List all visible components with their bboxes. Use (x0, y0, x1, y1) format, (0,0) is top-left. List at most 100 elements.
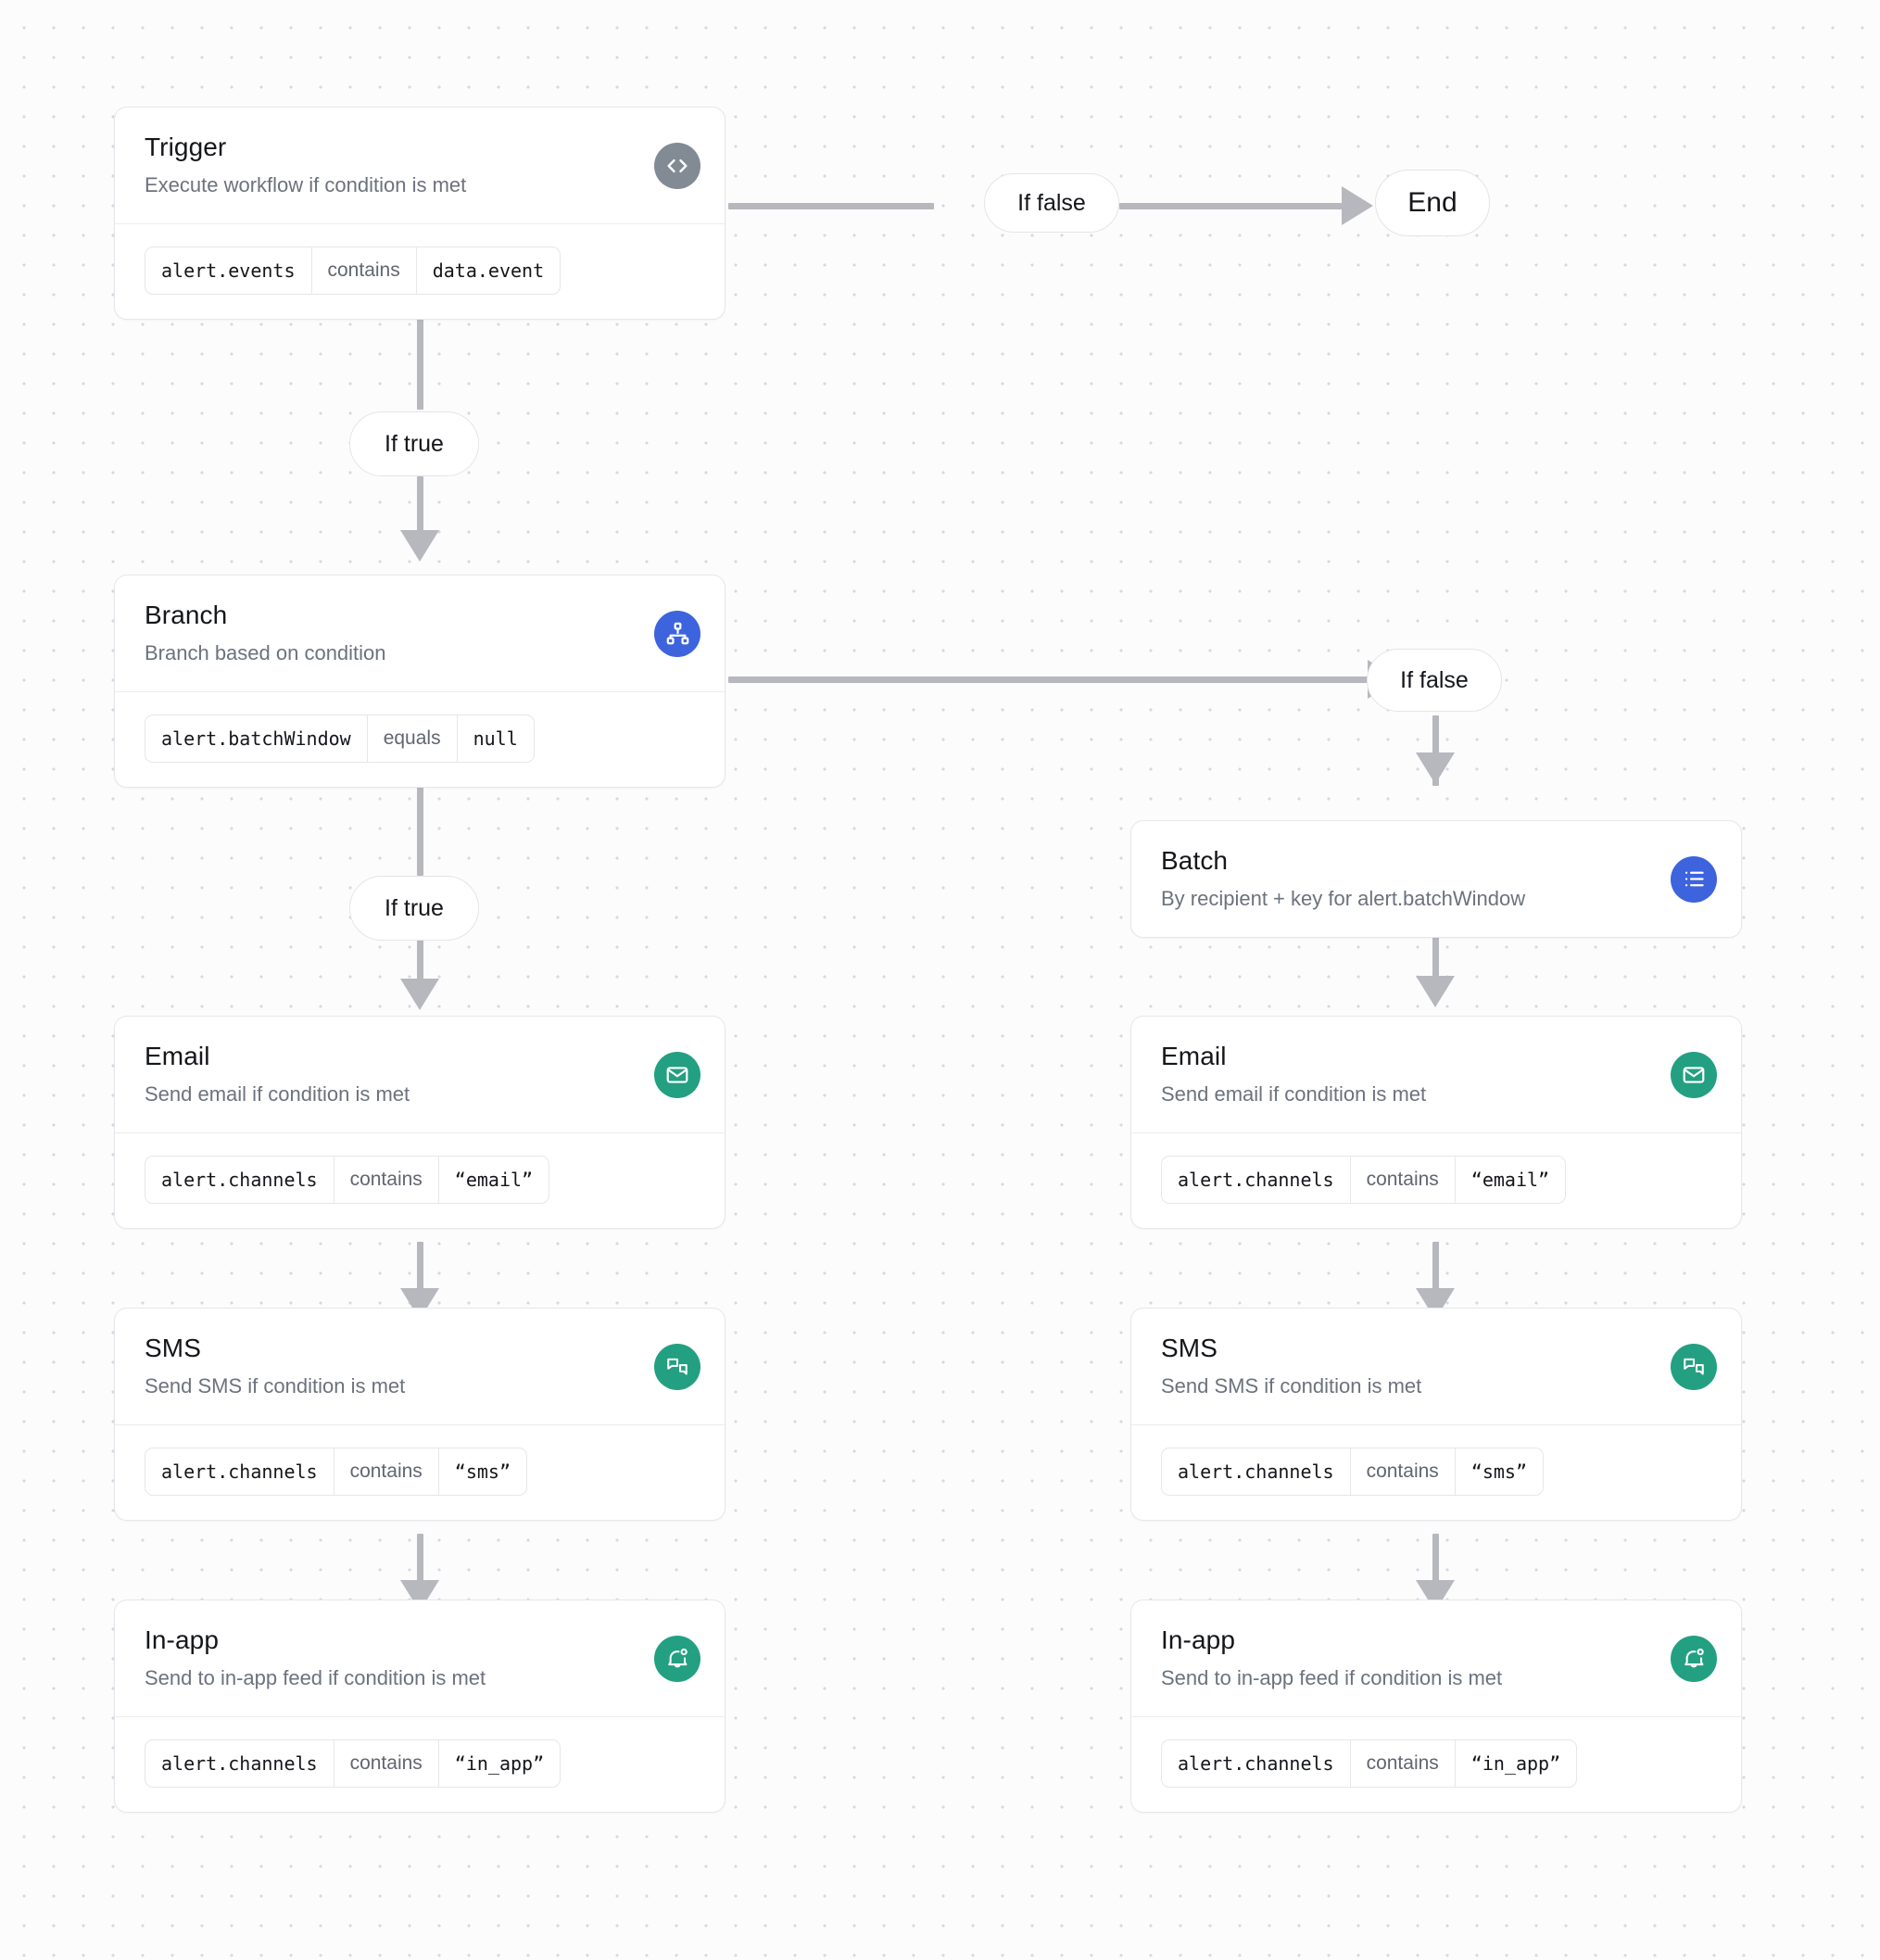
bell-dot-icon (654, 1635, 700, 1682)
node-inapp-left-title: In-app (145, 1625, 219, 1654)
node-inapp-left-body: alert.channels contains “in_app” (115, 1717, 725, 1812)
node-sms-right-divider (1131, 1424, 1741, 1426)
condition-value: “email” (437, 1157, 549, 1204)
edge-label-trigger-if-true[interactable]: If true (349, 411, 479, 476)
node-sms-right[interactable]: SMS Send SMS if condition is met alert.c… (1130, 1308, 1742, 1522)
node-email-right-body: alert.channels contains “email” (1131, 1133, 1741, 1228)
condition-value: null (456, 715, 534, 763)
node-batch[interactable]: Batch By recipient + key for alert.batch… (1130, 820, 1742, 939)
edge-false-to-batch-arrowhead (1416, 752, 1455, 784)
list-icon (1671, 855, 1717, 903)
condition-field: alert.channels (1178, 1751, 1334, 1775)
condition-row[interactable]: alert.channels contains “sms” (145, 1448, 528, 1497)
condition-field: alert.channels (1178, 1460, 1334, 1483)
edge-branch-true-segment-1 (417, 774, 423, 876)
edge-false-to-batch-line (1432, 715, 1439, 786)
node-sms-left[interactable]: SMS Send SMS if condition is met alert.c… (114, 1308, 726, 1522)
node-batch-subtitle: By recipient + key for alert.batchWindow (1161, 886, 1526, 910)
node-inapp-left-subtitle: Send to in-app feed if condition is met (145, 1665, 486, 1689)
node-email-left-header: Email Send email if condition is met (115, 1017, 725, 1132)
node-inapp-right-body: alert.channels contains “in_app” (1131, 1717, 1741, 1812)
node-sms-right-title: SMS (1161, 1334, 1218, 1362)
node-sms-left-subtitle: Send SMS if condition is met (145, 1373, 406, 1397)
condition-field: alert.channels (161, 1168, 318, 1191)
edge-label-text: If false (1017, 189, 1086, 216)
node-sms-left-title: SMS (145, 1334, 201, 1362)
condition-value: “email” (1454, 1157, 1565, 1204)
node-sms-left-divider (115, 1424, 725, 1426)
edge-trigger-true-segment-2 (417, 476, 423, 532)
node-inapp-left[interactable]: In-app Send to in-app feed if condition … (114, 1600, 726, 1814)
edge-branch-true-segment-2 (417, 927, 423, 980)
node-sms-left-header: SMS Send SMS if condition is met (115, 1309, 725, 1424)
condition-row[interactable]: alert.channels contains “sms” (1161, 1448, 1545, 1497)
chat-bubbles-icon (654, 1343, 700, 1390)
node-branch-header: Branch Branch based on condition (115, 575, 725, 691)
node-trigger-body: alert.events contains data.event (115, 224, 725, 319)
node-batch-title: Batch (1161, 846, 1229, 875)
node-email-right[interactable]: Email Send email if condition is met ale… (1130, 1016, 1742, 1230)
node-batch-header: Batch By recipient + key for alert.batch… (1131, 821, 1741, 937)
condition-field: alert.channels (161, 1460, 318, 1483)
node-inapp-right-header: In-app Send to in-app feed if condition … (1131, 1600, 1741, 1716)
edge-email-to-sms-right-line (1432, 1242, 1439, 1299)
condition-operator: contains (333, 1740, 438, 1788)
edge-label-trigger-if-false[interactable]: If false (984, 173, 1119, 233)
condition-row[interactable]: alert.channels contains “email” (145, 1156, 550, 1205)
edge-label-branch-if-true[interactable]: If true (349, 876, 479, 941)
condition-operator: equals (366, 715, 457, 763)
node-email-left-title: Email (145, 1042, 210, 1070)
node-branch-title: Branch (145, 601, 228, 629)
node-end-label: End (1407, 187, 1457, 218)
condition-operator: contains (333, 1157, 438, 1204)
node-email-right-header: Email Send email if condition is met (1131, 1017, 1741, 1132)
condition-row[interactable]: alert.channels contains “email” (1161, 1156, 1567, 1205)
node-sms-right-body: alert.channels contains “sms” (1131, 1425, 1741, 1520)
condition-row[interactable]: alert.channels contains “in_app” (1161, 1739, 1578, 1789)
condition-row[interactable]: alert.batchWindow equals null (145, 714, 535, 764)
condition-operator: contains (310, 247, 416, 295)
condition-operator: contains (1349, 1448, 1455, 1496)
condition-value: “in_app” (1454, 1740, 1576, 1788)
condition-field: alert.events (161, 259, 296, 282)
node-sms-left-body: alert.channels contains “sms” (115, 1425, 725, 1520)
edge-label-branch-if-false[interactable]: If false (1367, 649, 1502, 712)
node-end[interactable]: End (1375, 170, 1490, 236)
node-trigger[interactable]: Trigger Execute workflow if condition is… (114, 107, 726, 321)
node-branch-body: alert.batchWindow equals null (115, 692, 725, 787)
node-branch-divider (115, 691, 725, 693)
condition-value: “sms” (1454, 1448, 1543, 1496)
condition-row[interactable]: alert.events contains data.event (145, 247, 561, 296)
node-email-right-divider (1131, 1132, 1741, 1134)
condition-value: “in_app” (437, 1740, 560, 1788)
node-inapp-left-header: In-app Send to in-app feed if condition … (115, 1600, 725, 1716)
node-email-left-subtitle: Send email if condition is met (145, 1081, 410, 1106)
node-trigger-subtitle: Execute workflow if condition is met (145, 172, 467, 196)
condition-value: “sms” (437, 1448, 526, 1496)
node-inapp-left-divider (115, 1716, 725, 1718)
node-trigger-title: Trigger (145, 133, 227, 161)
condition-field: alert.channels (161, 1751, 318, 1775)
condition-row[interactable]: alert.channels contains “in_app” (145, 1739, 561, 1789)
edge-trigger-true-arrowhead (400, 530, 439, 562)
node-trigger-header: Trigger Execute workflow if condition is… (115, 107, 725, 223)
edge-label-text: If true (385, 894, 444, 921)
node-inapp-right[interactable]: In-app Send to in-app feed if condition … (1130, 1600, 1742, 1814)
node-email-left-divider (115, 1132, 725, 1134)
node-email-left[interactable]: Email Send email if condition is met ale… (114, 1016, 726, 1230)
condition-operator: contains (1349, 1157, 1455, 1204)
condition-field: alert.channels (1178, 1168, 1334, 1191)
condition-value: data.event (415, 247, 560, 295)
node-email-right-title: Email (1161, 1042, 1227, 1070)
edge-sms-to-inapp-right-line (1432, 1534, 1439, 1591)
edge-trigger-true-segment-1 (417, 310, 423, 410)
edge-branch-false-line (728, 677, 1368, 683)
edge-label-text: If false (1400, 666, 1469, 693)
node-email-right-subtitle: Send email if condition is met (1161, 1081, 1427, 1106)
node-branch[interactable]: Branch Branch based on condition alert.b… (114, 575, 726, 789)
edge-trigger-false-arrowhead (1342, 186, 1373, 225)
edge-sms-to-inapp-left-line (417, 1534, 423, 1591)
edge-email-to-sms-left-line (417, 1242, 423, 1299)
code-icon (654, 142, 700, 189)
